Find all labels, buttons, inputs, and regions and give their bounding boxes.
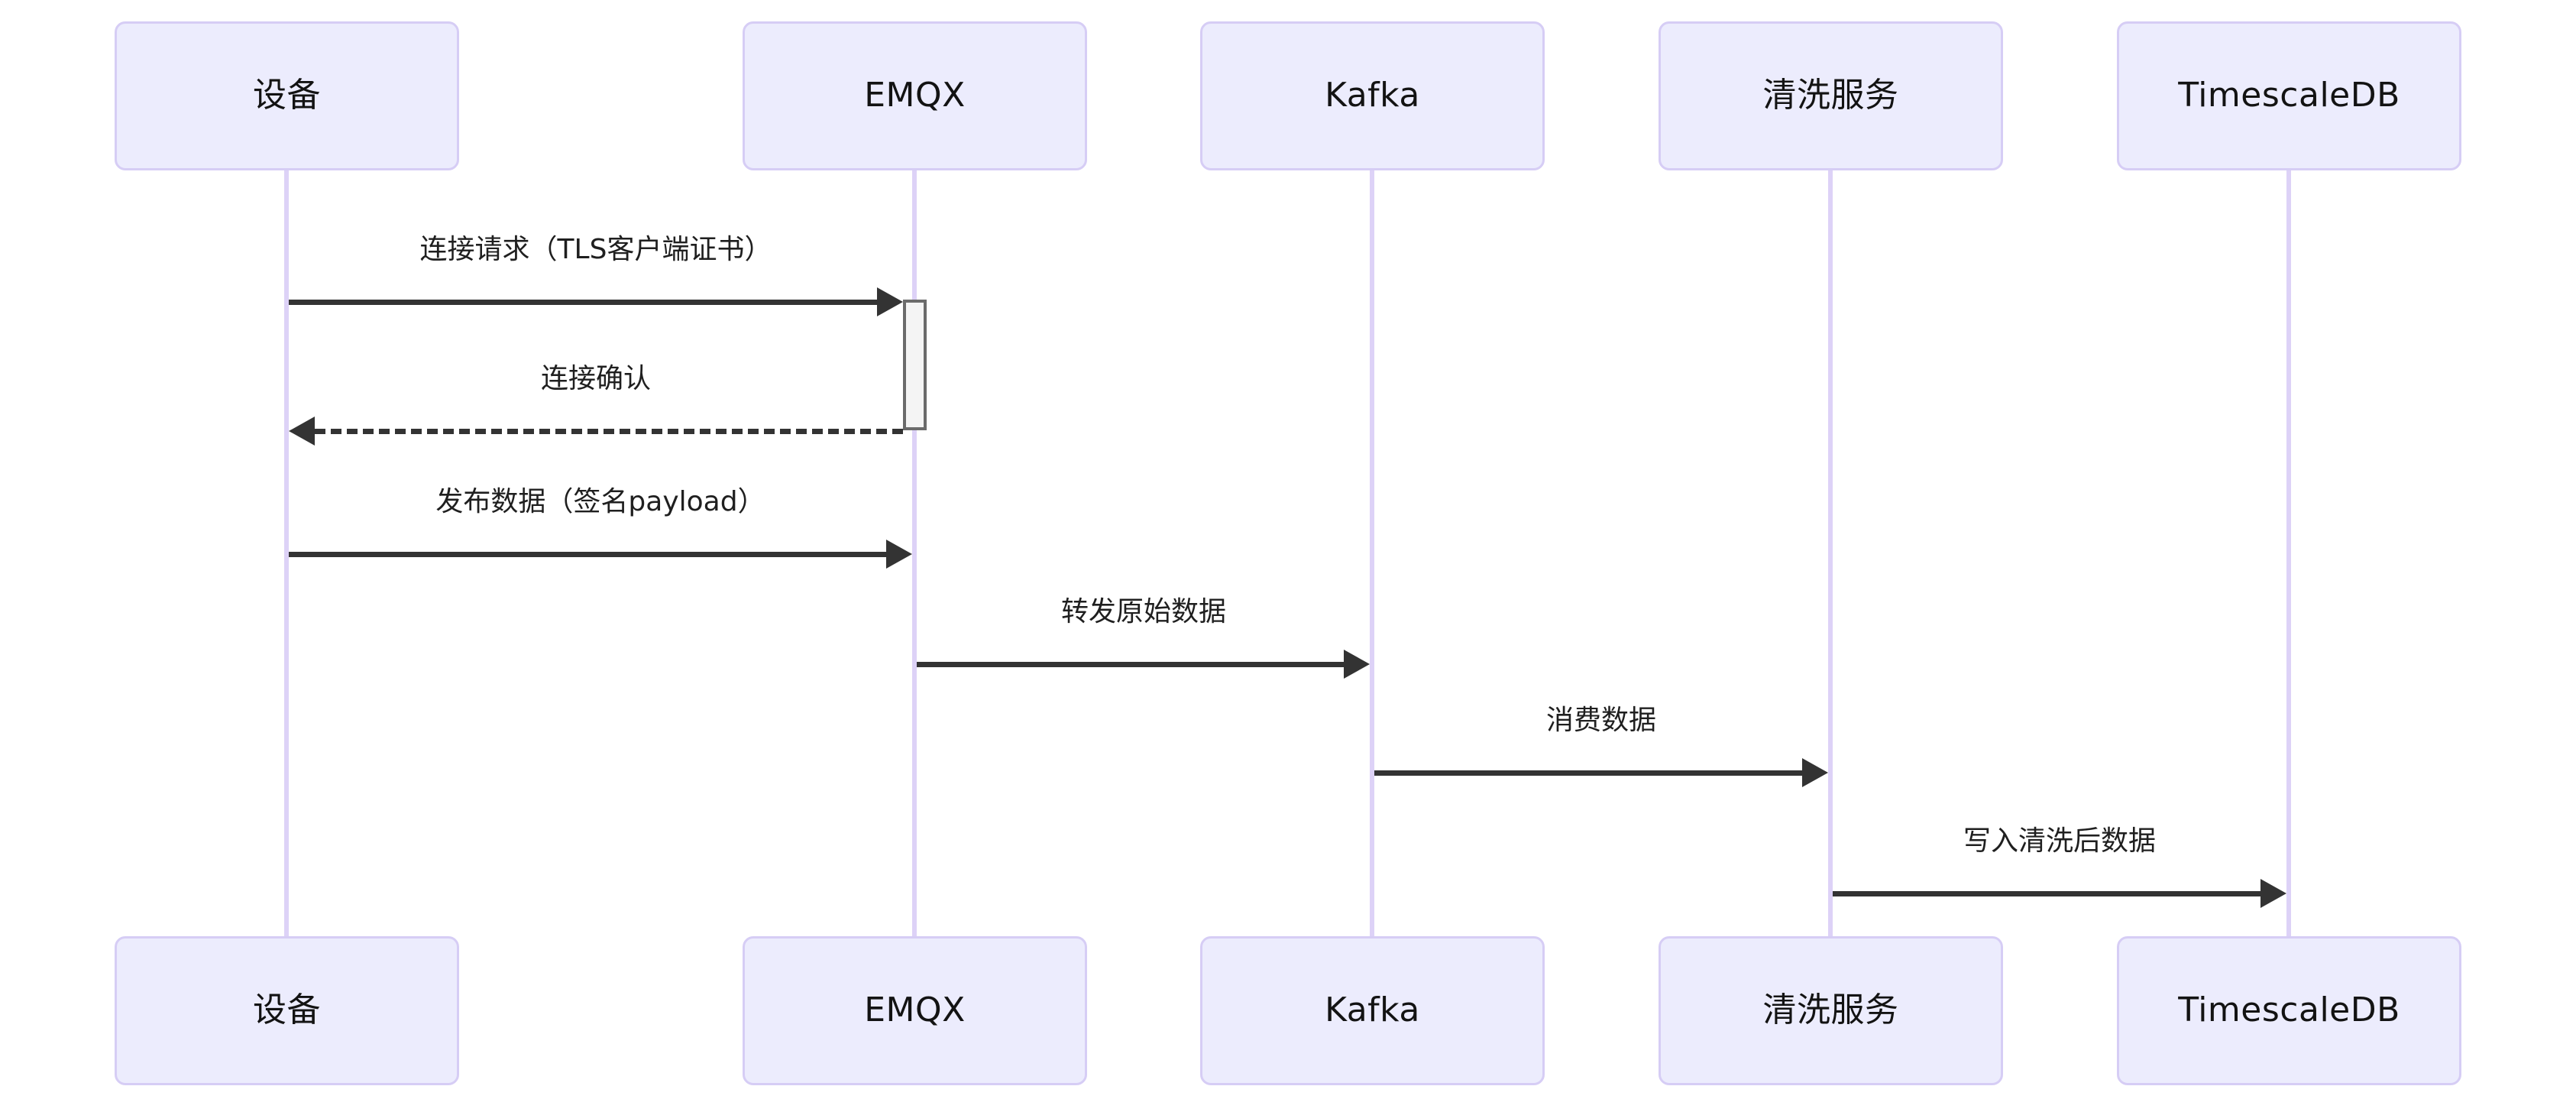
activation-bar-emqx [903, 300, 927, 430]
participant-label: EMQX [864, 990, 966, 1030]
participant-kafka-top[interactable]: Kafka [1200, 21, 1545, 170]
participant-label: 设备 [253, 76, 321, 115]
arrowhead-right-icon [1344, 650, 1370, 679]
lifeline-device [284, 170, 289, 936]
participant-label: EMQX [864, 76, 966, 115]
arrowhead-left-icon [289, 417, 315, 446]
arrowhead-right-icon [2260, 879, 2286, 908]
participant-label: Kafka [1325, 76, 1420, 115]
message-line [917, 662, 1344, 667]
message-line [1374, 770, 1802, 776]
participant-label: 清洗服务 [1762, 76, 1899, 115]
participant-label: 清洗服务 [1762, 990, 1899, 1030]
message-label-6: 写入清洗后数据 [1963, 825, 2157, 857]
participant-device-bottom[interactable]: 设备 [115, 936, 459, 1085]
lifeline-cleaning [1828, 170, 1833, 936]
participant-label: TimescaleDB [2178, 990, 2400, 1030]
message-line [289, 552, 886, 557]
message-label-5: 消费数据 [1545, 705, 1657, 736]
participant-timescaledb-bottom[interactable]: TimescaleDB [2117, 936, 2461, 1085]
lifeline-timescaledb [2286, 170, 2291, 936]
message-label-1: 连接请求（TLS客户端证书） [419, 234, 772, 265]
message-label-3: 发布数据（签名payload） [435, 486, 765, 517]
message-line [289, 300, 877, 305]
message-label-4: 转发原始数据 [1060, 596, 1227, 627]
participant-cleaning-bottom[interactable]: 清洗服务 [1659, 936, 2003, 1085]
lifeline-kafka [1370, 170, 1374, 936]
participant-timescaledb-top[interactable]: TimescaleDB [2117, 21, 2461, 170]
message-label-2: 连接确认 [540, 363, 652, 394]
arrowhead-right-icon [1802, 758, 1828, 787]
arrowhead-right-icon [877, 287, 903, 316]
participant-label: 设备 [253, 990, 321, 1030]
arrowhead-right-icon [886, 540, 912, 569]
participant-emqx-bottom[interactable]: EMQX [743, 936, 1087, 1085]
participant-cleaning-top[interactable]: 清洗服务 [1659, 21, 2003, 170]
lifeline-emqx [912, 170, 917, 936]
message-line-dashed [315, 429, 903, 434]
participant-device-top[interactable]: 设备 [115, 21, 459, 170]
participant-emqx-top[interactable]: EMQX [743, 21, 1087, 170]
participant-kafka-bottom[interactable]: Kafka [1200, 936, 1545, 1085]
participant-label: TimescaleDB [2178, 76, 2400, 115]
participant-label: Kafka [1325, 990, 1420, 1030]
message-line [1833, 891, 2260, 896]
